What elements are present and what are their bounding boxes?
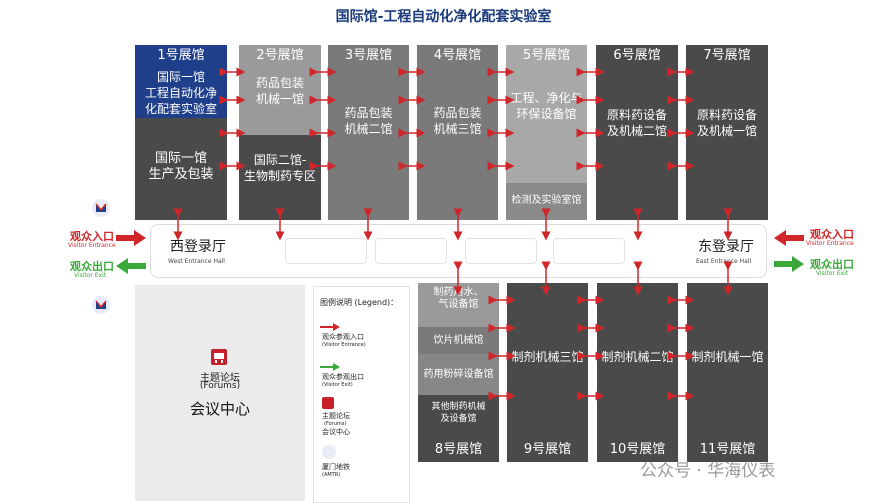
metro-icon[interactable] bbox=[92, 199, 110, 217]
legend-exit-label: 观众参观出口 bbox=[322, 373, 364, 381]
watermark: 公众号 · 华海仪表 bbox=[640, 461, 776, 481]
hall-2-name: 2号展馆 bbox=[256, 48, 304, 63]
hall-6-name: 6号展馆 bbox=[613, 48, 661, 63]
hall-3[interactable]: 3号展馆 药品包装 机械二馆 bbox=[328, 45, 409, 220]
east-entrance-en: Visitor Entrance bbox=[806, 240, 854, 247]
east-hall-name: 东登录厅 bbox=[698, 239, 754, 255]
horizontal-passage-arrows bbox=[219, 67, 695, 401]
hall-8-section-other: 其他制药机械 及设备馆 bbox=[431, 402, 486, 424]
hall-9[interactable]: 制剂机械三馆 9号展馆 bbox=[507, 283, 588, 462]
hall-5-name: 5号展馆 bbox=[522, 48, 571, 63]
hall-1[interactable]: 1号展馆 国际一馆 工程自动化净 化配套实验室 国际一馆 生产及包装 bbox=[135, 45, 227, 220]
west-hall-name: 西登录厅 bbox=[170, 239, 226, 255]
conference-forum-label: 主题论坛 bbox=[200, 373, 240, 384]
conference-center[interactable]: 主题论坛 (Forums) 会议中心 bbox=[135, 285, 305, 501]
hall-4-name: 4号展馆 bbox=[433, 48, 482, 63]
hall-5-label: 工程、净化与 环保设备馆 bbox=[510, 91, 583, 121]
hall-3-label: 药品包装 机械二馆 bbox=[344, 106, 393, 136]
hall-10-label: 制剂机械二馆 bbox=[601, 350, 674, 364]
hall-3-name: 3号展馆 bbox=[344, 48, 393, 63]
corridor-divider bbox=[285, 238, 367, 264]
metro-icon[interactable] bbox=[92, 296, 110, 314]
hall-1-bottom-label: 国际一馆 生产及包装 bbox=[148, 151, 214, 182]
hall-11-name: 11号展馆 bbox=[699, 442, 756, 457]
legend-metro-en: (AMTR) bbox=[322, 472, 341, 478]
hall-8-name: 8号展馆 bbox=[434, 442, 483, 457]
hall-5[interactable]: 5号展馆 工程、净化与 环保设备馆 检测及实验室馆 bbox=[506, 45, 587, 220]
east-exit-arrow bbox=[774, 256, 804, 272]
hall-1-top-label: 国际一馆 工程自动化净 化配套实验室 bbox=[144, 70, 217, 116]
legend-entrance-en: (Visitor Entrance) bbox=[322, 342, 366, 348]
legend-entrance-label: 观众参观入口 bbox=[322, 333, 364, 341]
hall-6[interactable]: 6号展馆 原料药设备 及机械二馆 bbox=[596, 45, 678, 220]
west-entrance-label: 观众入口 bbox=[70, 230, 114, 243]
legend-title: 图例说明 (Legend)： bbox=[320, 298, 399, 307]
hall-8-section-crushing: 药用粉碎设备馆 bbox=[423, 369, 494, 380]
legend-metro-icon bbox=[322, 445, 336, 459]
hall-11[interactable]: 制剂机械一馆 11号展馆 bbox=[687, 283, 768, 462]
west-entrance-arrow bbox=[116, 230, 146, 246]
legend-forum-cn: 会议中心 bbox=[322, 428, 350, 436]
hall-4-label: 药品包装 机械三馆 bbox=[433, 106, 482, 136]
corridor-divider bbox=[375, 238, 447, 264]
legend-metro-label: 厦门地铁 bbox=[322, 463, 350, 471]
hall-11-label: 制剂机械一馆 bbox=[691, 350, 764, 364]
hall-2-bottom-label: 国际二馆- 生物制药专区 bbox=[243, 153, 316, 183]
hall-9-label: 制剂机械三馆 bbox=[511, 350, 584, 364]
hall-2-top-label: 药品包装 机械一馆 bbox=[255, 76, 304, 106]
east-entrance-label: 观众入口 bbox=[810, 228, 854, 241]
conference-forum-en: (Forums) bbox=[199, 381, 241, 391]
page-title: 国际馆-工程自动化净化配套实验室 bbox=[335, 9, 552, 25]
east-exit-label: 观众出口 bbox=[810, 258, 854, 271]
west-exit-en: Visitor Exit bbox=[74, 272, 107, 279]
hall-6-label: 原料药设备 及机械二馆 bbox=[606, 108, 667, 138]
conference-name: 会议中心 bbox=[189, 400, 250, 418]
hall-7[interactable]: 7号展馆 原料药设备 及机械一馆 bbox=[686, 45, 768, 220]
corridor-divider bbox=[465, 238, 537, 264]
vertical-passage-arrows bbox=[173, 208, 733, 296]
west-exit-label: 观众出口 bbox=[70, 260, 114, 273]
east-entrance-arrow bbox=[774, 230, 804, 246]
legend-exit-en: (Visitor Exit) bbox=[322, 382, 353, 388]
forum-icon bbox=[211, 349, 227, 365]
east-exit-en: Visitor Exit bbox=[816, 270, 849, 277]
west-entrance-hall[interactable]: 西登录厅 West Entrance Hall bbox=[150, 224, 270, 276]
hall-7-name: 7号展馆 bbox=[703, 48, 751, 63]
hall-2[interactable]: 2号展馆 药品包装 机械一馆 国际二馆- 生物制药专区 bbox=[239, 45, 321, 220]
west-exit-arrow bbox=[116, 258, 146, 274]
hall-4[interactable]: 4号展馆 药品包装 机械三馆 bbox=[417, 45, 498, 220]
legend-forum-icon bbox=[322, 397, 334, 409]
hall-7-label: 原料药设备 及机械一馆 bbox=[696, 108, 757, 138]
hall-1-name: 1号展馆 bbox=[157, 48, 205, 63]
hall-10[interactable]: 制剂机械二馆 10号展馆 bbox=[597, 283, 678, 462]
legend-exit-arrow bbox=[320, 363, 340, 371]
hall-8-section-pieces: 饮片机械馆 bbox=[433, 335, 484, 346]
west-entrance-en: Visitor Entrance bbox=[68, 242, 116, 249]
legend-forum-en: (Forums) bbox=[324, 421, 347, 427]
hall-10-name: 10号展馆 bbox=[609, 442, 666, 457]
west-hall-en: West Entrance Hall bbox=[168, 258, 225, 265]
hall-9-name: 9号展馆 bbox=[523, 442, 572, 457]
legend-forum-label: 主题论坛 bbox=[322, 412, 350, 420]
corridor-divider bbox=[553, 238, 625, 264]
hall-5-sub-label: 检测及实验室馆 bbox=[511, 195, 582, 206]
legend-entrance-arrow bbox=[320, 323, 340, 331]
